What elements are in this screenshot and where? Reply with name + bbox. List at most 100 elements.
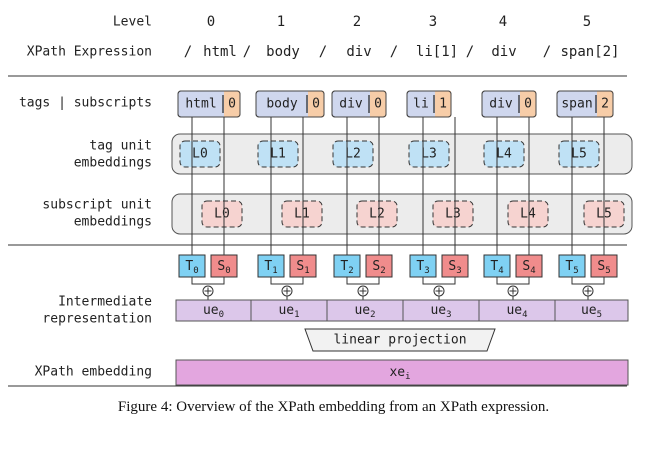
xpath-embedding-label: XPath embedding — [35, 365, 152, 380]
subscript-box — [597, 91, 613, 117]
subscript-unit-label-text: L0 — [214, 207, 230, 222]
tag-unit-embedding — [179, 140, 221, 168]
xpath-part: div — [346, 44, 371, 60]
xpath-separator: / — [319, 44, 327, 60]
subscript-unit-embedding — [507, 200, 549, 228]
xpath-separator: / — [184, 44, 192, 60]
subscript-value: 0 — [374, 97, 382, 112]
subscript-box — [435, 91, 451, 117]
subscript-value: 0 — [228, 97, 236, 112]
subscript-value: 1 — [439, 97, 447, 112]
xpath-embedding-bar — [175, 359, 629, 386]
tag-name: span — [561, 97, 592, 112]
t-label: T5 — [565, 259, 578, 276]
s-label: S1 — [296, 259, 309, 276]
subscript-unit-label: subscript unit — [42, 198, 152, 213]
level-number: 2 — [353, 14, 361, 30]
level-number: 5 — [583, 14, 591, 30]
subscript-box — [308, 91, 324, 117]
tag-box-outline — [177, 90, 241, 118]
t-label: T2 — [340, 259, 353, 276]
xpath-part: body — [266, 44, 300, 60]
level-number: 1 — [277, 14, 285, 30]
tag-unit-label-text: L3 — [421, 147, 437, 162]
intermediate-bar — [175, 299, 629, 322]
xpath-part: span[2] — [560, 44, 619, 60]
ue-label: ue2 — [354, 303, 375, 320]
subscript-unit-label-text: L2 — [369, 207, 385, 222]
level-number: 0 — [207, 14, 215, 30]
tag-unit-label-text: L0 — [192, 147, 208, 162]
tag-box-outline — [331, 90, 387, 118]
ue-label: ue3 — [430, 303, 451, 320]
ue-label: ue5 — [581, 303, 602, 320]
sum-connector — [346, 277, 380, 285]
tag-unit-label-text: L4 — [496, 147, 512, 162]
s-label: S0 — [217, 259, 230, 276]
linear-projection-box — [304, 328, 496, 352]
tag-name: body — [266, 97, 297, 112]
tag-box-outline — [481, 90, 537, 118]
tag-box-outline — [255, 90, 325, 118]
xpath-separator: / — [243, 44, 251, 60]
xpath-part: html — [203, 44, 237, 60]
subscript-value: 0 — [312, 97, 320, 112]
sum-connector — [270, 277, 304, 285]
subscript-value: 2 — [601, 97, 609, 112]
xpath-separator: / — [390, 44, 398, 60]
ue-label: ue1 — [278, 303, 299, 320]
subscript-unit-embedding — [281, 200, 323, 228]
tag-name: html — [185, 97, 216, 112]
tag-unit-embedding — [483, 140, 525, 168]
sum-connector — [191, 277, 225, 285]
tag-unit-label-text: L1 — [270, 147, 286, 162]
tag-unit-embedding — [408, 140, 450, 168]
level-label: Level — [113, 15, 152, 30]
s-label: S5 — [597, 259, 610, 276]
subscript-box — [370, 91, 386, 117]
ue-label: ue4 — [506, 303, 527, 320]
subscript-unit-label-text: L3 — [445, 207, 461, 222]
subscript-unit-label-text: L1 — [294, 207, 310, 222]
sum-connector — [422, 277, 456, 285]
tag-box-outline — [556, 90, 614, 118]
linear-projection-label: linear projection — [333, 333, 466, 348]
tag-unit-embedding — [257, 140, 299, 168]
s-label: S3 — [448, 259, 461, 276]
sum-connector — [571, 277, 605, 285]
t-label: T3 — [416, 259, 429, 276]
intermediate-label: representation — [42, 312, 152, 327]
subscript-box — [520, 91, 536, 117]
tag-name: div — [339, 97, 363, 112]
figure-caption: Figure 4: Overview of the XPath embeddin… — [117, 399, 550, 415]
s-label: S2 — [372, 259, 385, 276]
s-label: S4 — [522, 259, 535, 276]
subscript-unit-label-text: L4 — [520, 207, 536, 222]
xpath-part: div — [491, 44, 516, 60]
subscript-unit-label: embeddings — [74, 215, 152, 230]
subscript-box — [224, 91, 240, 117]
tag-name: div — [489, 97, 513, 112]
tags-subscripts-label: tags | subscripts — [19, 96, 152, 111]
xpath-separator: / — [543, 44, 551, 60]
subscript-unit-embedding — [356, 200, 398, 228]
sum-connector — [496, 277, 530, 285]
tag-unit-embedding — [332, 140, 374, 168]
subscript-unit-embedding — [432, 200, 474, 228]
tag-name: li — [413, 97, 429, 112]
xpath-part: li[1] — [416, 44, 458, 60]
subscript-unit-embedding — [201, 200, 243, 228]
level-number: 4 — [499, 14, 507, 30]
tag-unit-label-text: L2 — [345, 147, 361, 162]
ue-label: ue0 — [203, 303, 224, 320]
xpath-separator: / — [466, 44, 474, 60]
tag-unit-embedding — [558, 140, 600, 168]
t-label: T1 — [264, 259, 277, 276]
tag-unit-label-text: L5 — [571, 147, 587, 162]
tag-unit-label: tag unit — [89, 139, 152, 154]
level-number: 3 — [429, 14, 437, 30]
t-label: T4 — [490, 259, 503, 276]
tag-box-outline — [406, 90, 452, 118]
subscript-value: 0 — [524, 97, 532, 112]
